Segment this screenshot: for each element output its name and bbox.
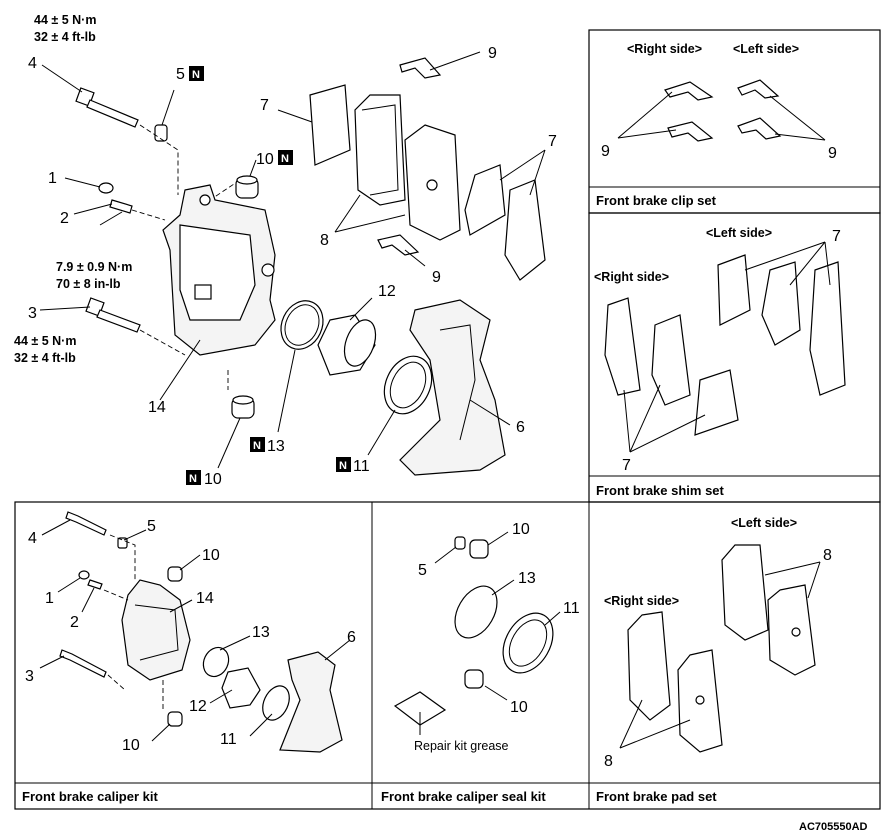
label-7-shim-bottom: 7	[622, 457, 631, 474]
label-10-lower-main: N 10	[186, 470, 222, 488]
svg-text:N: N	[189, 473, 197, 485]
piston-boot-main	[367, 355, 433, 456]
label-9-clip-left: 9	[828, 145, 837, 162]
shim-main-right	[464, 149, 546, 281]
clip-set-parts	[617, 79, 826, 142]
label-9-main-top: 9	[488, 45, 497, 62]
label-5-main: 5 N	[176, 66, 204, 83]
label-5-kit: 5	[147, 518, 156, 535]
caliper-support-main	[399, 299, 511, 476]
torque-bolt4-ftlb: 32 ± 4 ft-lb	[34, 30, 96, 44]
caption-pad-set: Front brake pad set	[596, 789, 717, 804]
pad-clip-lower	[377, 234, 426, 267]
boot-5-main	[154, 89, 175, 142]
clip-right-side-label: <Right side>	[627, 42, 702, 56]
pad-clip-upper	[399, 51, 481, 79]
svg-text:N: N	[253, 440, 261, 452]
seal-kit-parts	[393, 531, 561, 735]
torque-bolt3-ftlb: 32 ± 4 ft-lb	[14, 351, 76, 365]
label-10-kit-top: 10	[202, 547, 220, 564]
caliper-kit-parts	[39, 511, 351, 753]
label-6-kit: 6	[347, 629, 356, 646]
label-9-clip-right: 9	[601, 143, 610, 160]
svg-text:11: 11	[353, 458, 370, 475]
shim-left-side-label: <Left side>	[706, 226, 772, 240]
label-10-seal-bottom: 10	[510, 699, 528, 716]
torque-bleeder-nm: 7.9 ± 0.9 N·m	[56, 260, 132, 274]
svg-text:N: N	[192, 69, 200, 81]
label-14-kit: 14	[196, 590, 214, 607]
label-13-seal: 13	[518, 570, 536, 587]
guide-pin-bolt-upper	[41, 64, 139, 128]
torque-bleeder-inlb: 70 ± 8 in-lb	[56, 277, 121, 291]
label-1-kit: 1	[45, 590, 54, 607]
torque-bolt4-nm: 44 ± 5 N·m	[34, 13, 96, 27]
caliper-body-main	[159, 184, 276, 401]
bleeder-cap	[64, 177, 114, 194]
label-7-shim-top: 7	[832, 228, 841, 245]
pad-left-side-label: <Left side>	[731, 516, 797, 530]
label-1-main: 1	[48, 170, 57, 187]
label-11-kit: 11	[220, 731, 237, 748]
shim-set-parts	[604, 241, 846, 453]
label-2-main: 2	[60, 210, 69, 227]
svg-text:5: 5	[176, 66, 185, 83]
brake-pad-outer	[334, 124, 461, 241]
label-8-main: 8	[320, 232, 329, 249]
shim-right-side-label: <Right side>	[594, 270, 669, 284]
pad-set-parts	[619, 544, 821, 753]
label-3-kit: 3	[25, 668, 34, 685]
label-10-kit-bottom: 10	[122, 737, 140, 754]
bleeder-screw	[73, 199, 133, 226]
caption-shim-set: Front brake shim set	[596, 483, 725, 498]
pad-right-side-label: <Right side>	[604, 594, 679, 608]
label-12-main: 12	[378, 283, 396, 300]
label-8-pad-bottom: 8	[604, 753, 613, 770]
label-8-pad-top: 8	[823, 547, 832, 564]
bushing-upper	[235, 159, 259, 199]
figure-code: AC705550AD	[799, 821, 868, 833]
label-7-main-right: 7	[548, 133, 557, 150]
shim-main-left	[277, 84, 351, 166]
label-4-main: 4	[28, 55, 37, 72]
label-3-main: 3	[28, 305, 37, 322]
bushing-lower	[217, 395, 255, 469]
svg-text:10: 10	[256, 151, 274, 168]
svg-text:N: N	[339, 460, 347, 472]
panel-frames	[14, 29, 881, 810]
caption-caliper-kit: Front brake caliper kit	[22, 789, 158, 804]
label-14-main: 14	[148, 399, 166, 416]
svg-text:N: N	[281, 153, 289, 165]
repair-kit-grease-label: Repair kit grease	[414, 739, 509, 753]
svg-text:13: 13	[267, 438, 285, 455]
label-2-kit: 2	[70, 614, 79, 631]
label-12-kit: 12	[189, 698, 207, 715]
label-9-main-bottom: 9	[432, 269, 441, 286]
label-11-main: N 11	[336, 457, 370, 475]
label-13-kit: 13	[252, 624, 270, 641]
piston-main	[317, 297, 377, 376]
caption-clip-set: Front brake clip set	[596, 193, 717, 208]
label-13-main: N 13	[250, 437, 285, 455]
clip-left-side-label: <Left side>	[733, 42, 799, 56]
label-10-seal-top: 10	[512, 521, 530, 538]
label-5-seal: 5	[418, 562, 427, 579]
label-6-main: 6	[516, 419, 525, 436]
label-7-main-left: 7	[260, 97, 269, 114]
label-10-upper-main: 10 N	[256, 150, 293, 168]
piston-seal-main	[277, 300, 324, 433]
torque-bolt3-nm: 44 ± 5 N·m	[14, 334, 76, 348]
guide-pin-bolt-lower	[39, 297, 141, 333]
caption-seal-kit: Front brake caliper seal kit	[381, 789, 546, 804]
label-4-kit: 4	[28, 530, 37, 547]
brake-pad-inner	[354, 94, 406, 206]
label-11-seal: 11	[563, 600, 580, 617]
svg-text:10: 10	[204, 471, 222, 488]
